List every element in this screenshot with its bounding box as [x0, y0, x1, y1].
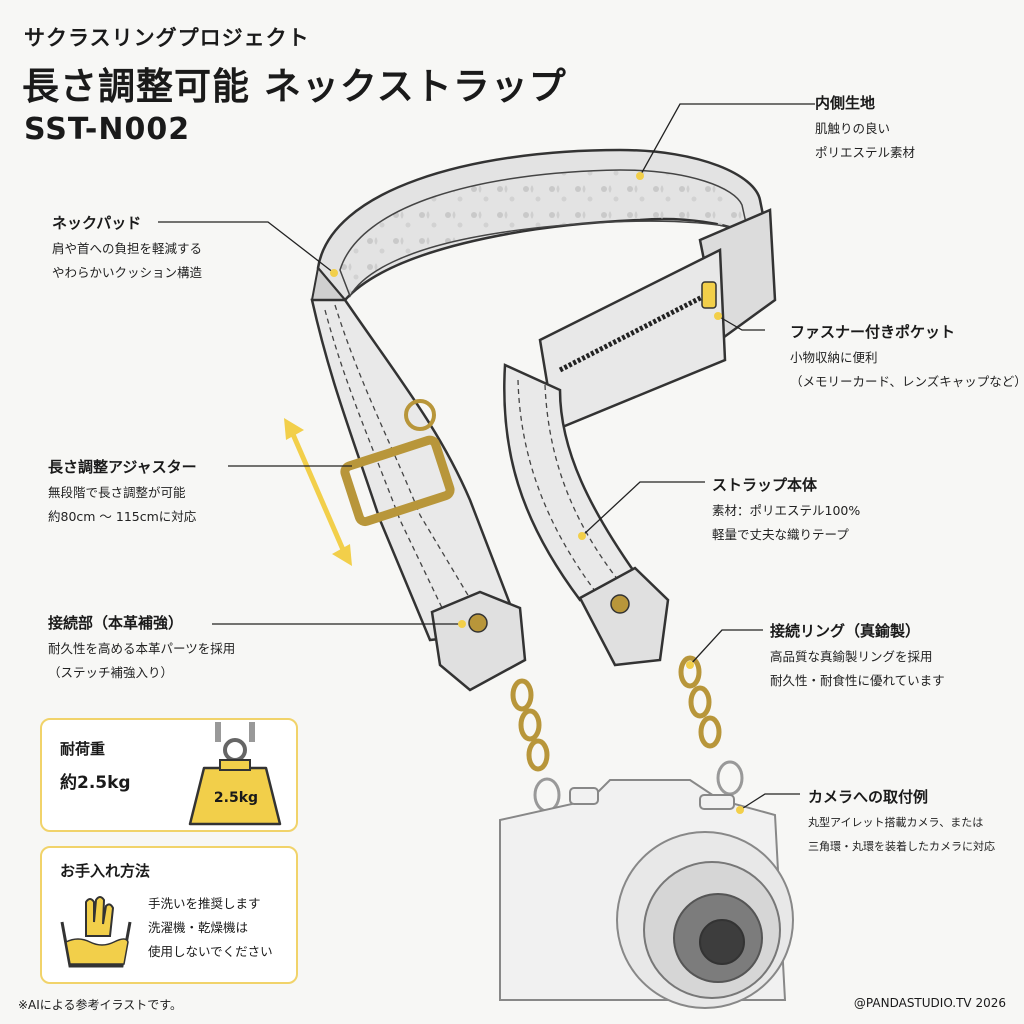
callout-line: 素材：ポリエステル100%	[712, 503, 861, 518]
care-line: 使用しないでください	[148, 944, 273, 959]
pocket-panel	[538, 208, 777, 432]
strap-left	[310, 298, 527, 692]
callout-title: 内側生地	[815, 94, 876, 112]
callout-title: ファスナー付きポケット	[790, 323, 956, 341]
footer-note: ※AIによる参考イラストです。	[18, 998, 183, 1012]
brass-chains	[510, 655, 744, 813]
callout-line: 無段階で長さ調整が可能	[48, 485, 186, 500]
callout-line: 耐久性・耐食性に優れています	[770, 673, 945, 688]
weight-label: 2.5kg	[213, 790, 259, 806]
load-card-title: 耐荷重	[60, 740, 106, 758]
callout-title: 接続リング（真鍮製）	[770, 622, 921, 640]
callout-line: 高品質な真鍮製リングを採用	[770, 649, 933, 664]
leader-lines	[158, 103, 815, 811]
weight-icon	[188, 722, 282, 826]
callout-lining: 内側生地 肌触りの良い ポリエステル素材	[815, 92, 915, 165]
model-number: SST-N002	[24, 112, 191, 147]
callout-title: ネックパッド	[52, 214, 142, 232]
callout-line: 小物収納に便利	[790, 350, 878, 365]
camera	[499, 779, 794, 1009]
callout-line: （ステッチ補強入り）	[48, 665, 174, 680]
callout-line: 丸型アイレット搭載カメラ、または	[808, 816, 984, 829]
callout-line: 軽量で丈夫な織りテープ	[712, 527, 849, 542]
load-card-value: 約2.5kg	[60, 773, 131, 793]
callout-title: 長さ調整アジャスター	[48, 458, 197, 476]
callout-line: 肩や首への負担を軽減する	[52, 241, 203, 256]
callout-neck-pad: ネックパッド 肩や首への負担を軽減する やわらかいクッション構造	[52, 212, 202, 285]
callout-line: （メモリーカード、レンズキャップなど）	[790, 374, 1024, 389]
callout-ring: 接続リング（真鍮製） 高品質な真鍮製リングを採用 耐久性・耐食性に優れています	[770, 620, 945, 693]
callout-title: カメラへの取付例	[808, 788, 929, 806]
callout-line: 約80cm 〜 115cmに対応	[48, 509, 197, 524]
load-capacity-card: 耐荷重 約2.5kg 2.5kg	[40, 718, 298, 832]
double-arrow-icon	[284, 418, 352, 566]
callout-camera: カメラへの取付例 丸型アイレット搭載カメラ、または 三角環・丸環を装着したカメラ…	[808, 786, 995, 859]
care-line: 洗濯機・乾燥機は	[148, 920, 249, 935]
strap-right	[503, 363, 670, 667]
callout-title: 接続部（本革補強）	[48, 614, 184, 632]
care-line: 手洗いを推奨します	[148, 896, 261, 911]
callout-adjuster: 長さ調整アジャスター 無段階で長さ調整が可能 約80cm 〜 115cmに対応	[48, 456, 197, 529]
callout-dots	[330, 172, 744, 814]
callout-line: 耐久性を高める本革パーツを採用	[48, 641, 236, 656]
callout-line: やわらかいクッション構造	[52, 265, 203, 280]
callout-line: 肌触りの良い	[815, 121, 891, 136]
callout-joint: 接続部（本革補強） 耐久性を高める本革パーツを採用 （ステッチ補強入り）	[48, 612, 235, 685]
care-card-title: お手入れ方法	[60, 862, 151, 880]
callout-strap-body: ストラップ本体 素材：ポリエステル100% 軽量で丈夫な織りテープ	[712, 474, 860, 547]
callout-line: 三角環・丸環を装着したカメラに対応	[808, 840, 995, 853]
kicker: サクラスリングプロジェクト	[24, 26, 310, 50]
page-title: 長さ調整可能 ネックストラップ	[22, 65, 567, 108]
callout-title: ストラップ本体	[712, 476, 818, 494]
hand-wash-icon	[60, 896, 132, 968]
footer-credit: @PANDASTUDIO.TV 2026	[853, 996, 1006, 1010]
callout-line: ポリエステル素材	[815, 145, 916, 160]
callout-pocket: ファスナー付きポケット 小物収納に便利 （メモリーカード、レンズキャップなど）	[790, 321, 1024, 394]
care-card: お手入れ方法 手洗いを推奨します 洗濯機・乾燥機は 使用しないでください	[40, 846, 298, 984]
